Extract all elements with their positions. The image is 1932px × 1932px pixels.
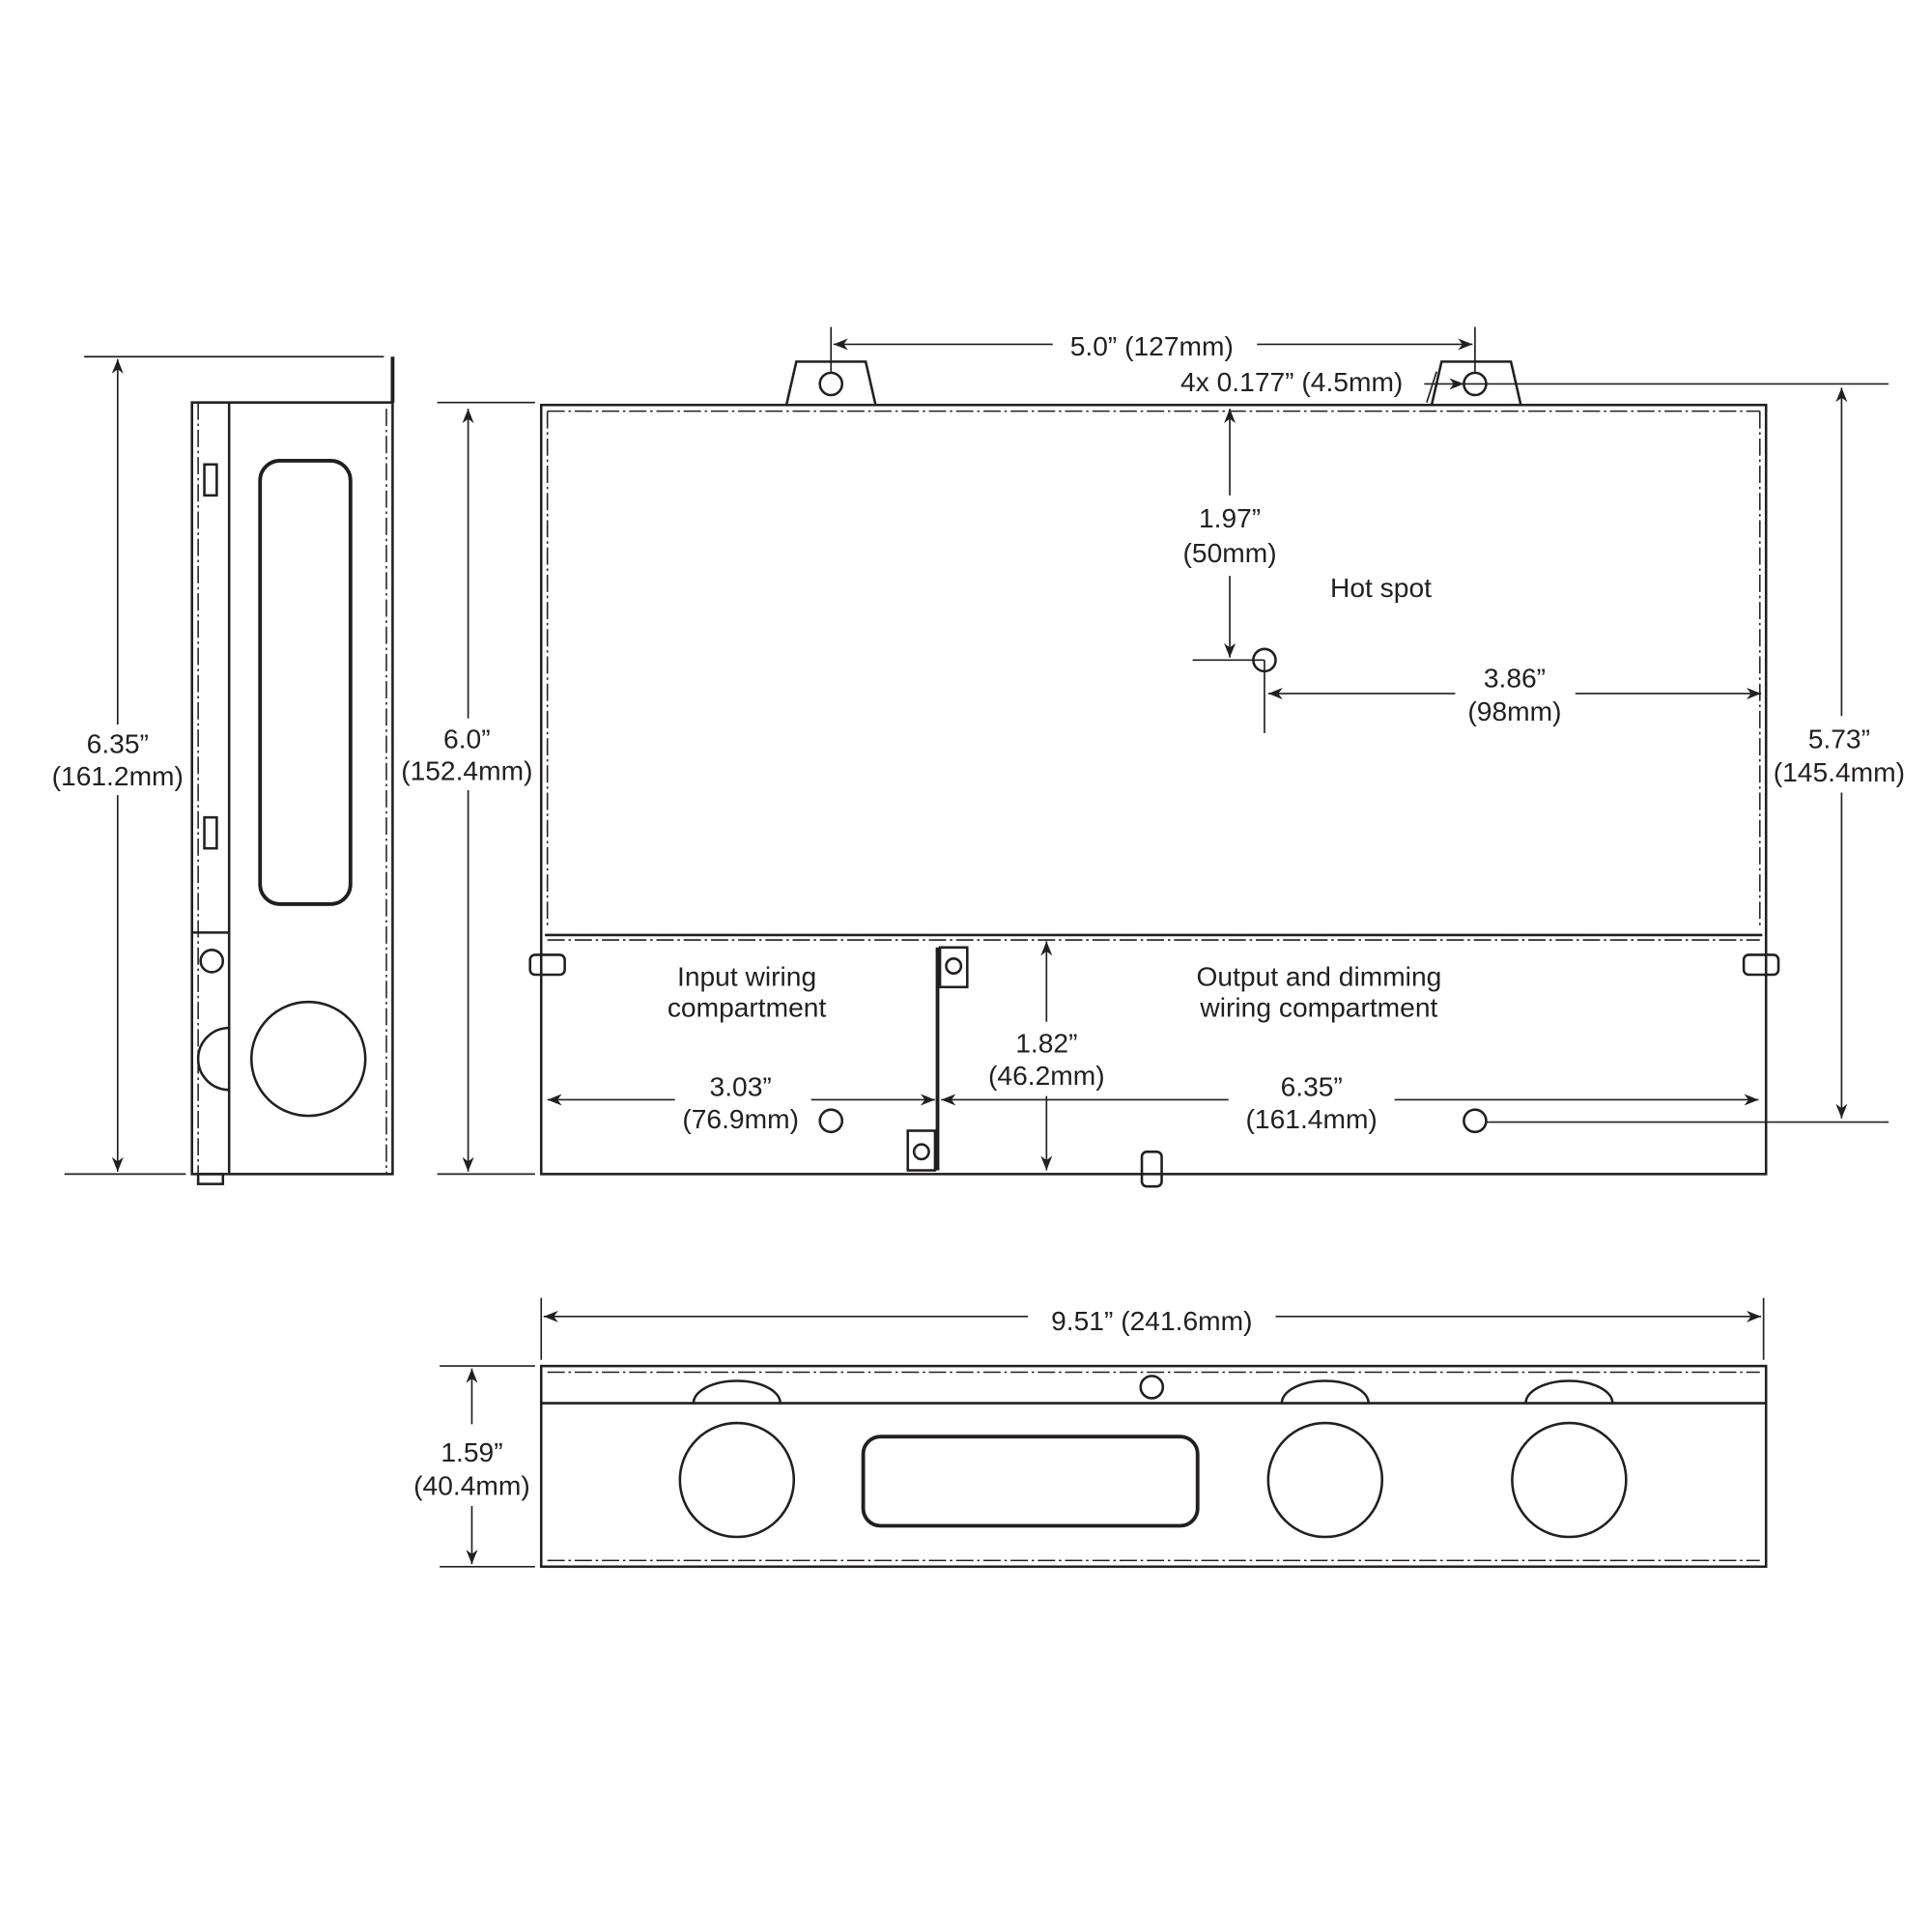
- front-height-mm: (152.4mm): [401, 755, 532, 786]
- side-height-in: 6.35”: [87, 727, 149, 758]
- hotspot-right-in: 3.86”: [1484, 663, 1546, 694]
- output-width-in: 6.35”: [1281, 1071, 1343, 1102]
- mount-spacing-label: 5.0” (127mm): [1070, 330, 1234, 361]
- mount-height-mm: (145.4mm): [1774, 756, 1905, 787]
- input-width-in: 3.03”: [710, 1071, 772, 1102]
- mount-holes-label: 4x 0.177” (4.5mm): [1180, 366, 1403, 397]
- bottom-view: 9.51” (241.6mm) 1.59” (40.4mm): [413, 1297, 1768, 1569]
- input-compartment-label-2: compartment: [668, 992, 827, 1023]
- knockout-circle: [678, 1421, 796, 1539]
- input-width-mm: (76.9mm): [682, 1103, 799, 1134]
- compartment-height-in: 1.82”: [1015, 1028, 1077, 1059]
- output-width-mm: (161.4mm): [1246, 1103, 1378, 1134]
- bottom-bolt: [1140, 1151, 1163, 1188]
- mount-height-in: 5.73”: [1808, 723, 1870, 753]
- slot-icon: [203, 815, 218, 850]
- knockout-slot: [258, 459, 353, 906]
- mount-hole: [818, 371, 844, 397]
- bracket-hole: [945, 957, 963, 975]
- front-height-in: 6.0”: [443, 723, 491, 753]
- side-view: 6.35” (161.2mm): [52, 355, 395, 1185]
- knockout-circle: [1511, 1421, 1628, 1539]
- screw-icon: [199, 949, 225, 974]
- side-bolt: [528, 953, 566, 977]
- front-view: 5.0” (127mm) 4x 0.177” (4.5mm) 6.0” (152…: [401, 327, 1905, 1188]
- hotspot-right-mm: (98mm): [1467, 696, 1561, 726]
- knockout-circle: [249, 1000, 367, 1118]
- hotspot-label: Hot spot: [1330, 572, 1432, 603]
- output-compartment-label-2: wiring compartment: [1199, 992, 1437, 1023]
- input-compartment-label-1: Input wiring: [677, 961, 816, 992]
- mount-hole: [1463, 1108, 1488, 1134]
- hotspot-top-in: 1.97”: [1199, 502, 1261, 533]
- knockout-circle: [1266, 1421, 1384, 1539]
- hotspot-top-mm: (50mm): [1183, 537, 1277, 568]
- bottom-height-mm: (40.4mm): [413, 1469, 530, 1500]
- mount-hole: [818, 1108, 844, 1134]
- bracket-hole: [912, 1143, 930, 1161]
- bottom-width-label: 9.51” (241.6mm): [1051, 1305, 1252, 1336]
- side-bolt: [1742, 953, 1780, 977]
- output-compartment-label-1: Output and dimming: [1196, 961, 1441, 992]
- slot-icon: [203, 463, 218, 497]
- screw-icon: [1139, 1375, 1165, 1400]
- knockout-slot: [861, 1435, 1200, 1528]
- bottom-height-in: 1.59”: [440, 1436, 502, 1467]
- compartment-height-mm: (46.2mm): [988, 1060, 1105, 1091]
- side-height-mm: (161.2mm): [52, 760, 184, 791]
